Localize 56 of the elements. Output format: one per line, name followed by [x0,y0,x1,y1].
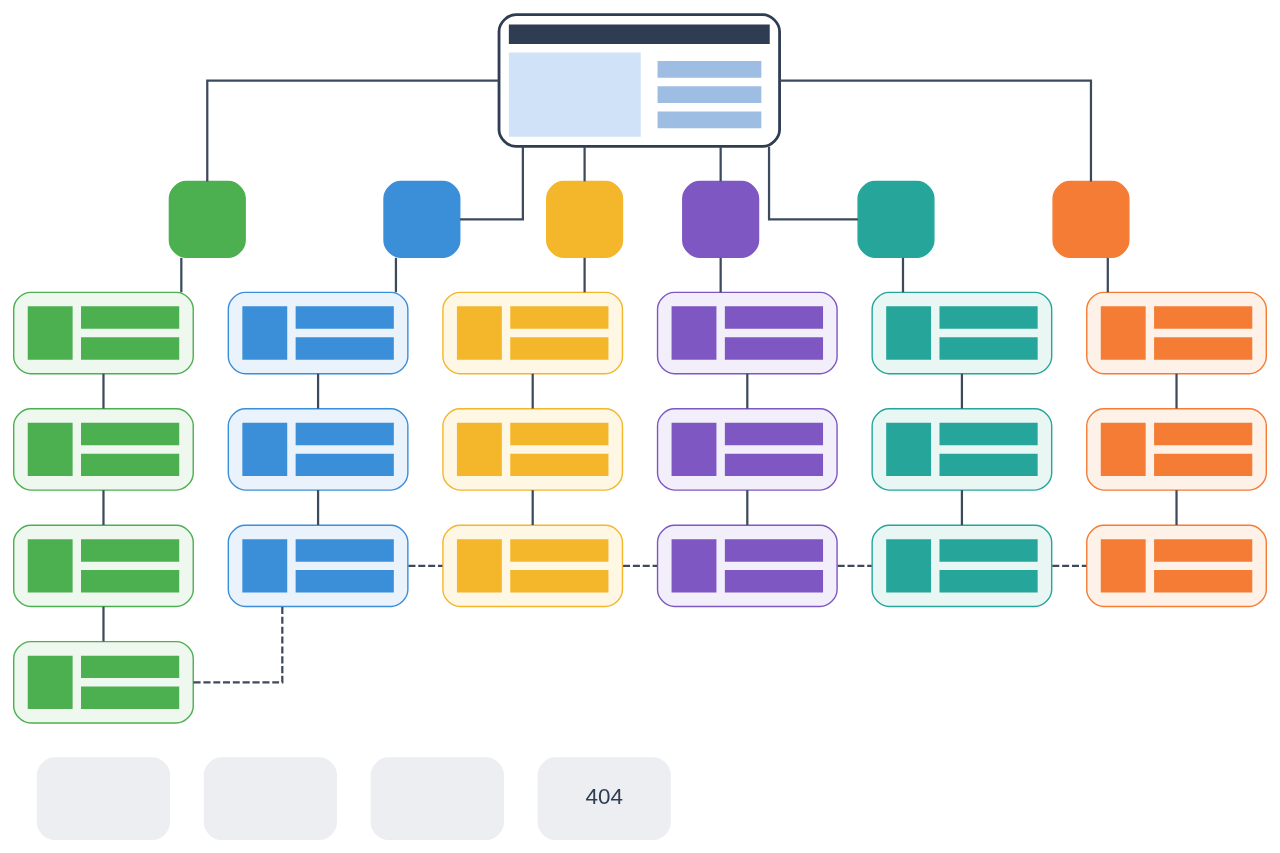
node-box [383,180,461,258]
node-box [442,407,624,491]
node-box [546,180,624,258]
connector [316,373,320,409]
connector [583,257,586,292]
connector [460,146,524,220]
node-box [1086,291,1267,374]
node-box [1086,524,1267,607]
node-box [13,524,194,607]
node-box [13,291,194,374]
node-box [13,407,194,491]
node-box [442,524,624,607]
connector [531,489,534,525]
node-box [1086,407,1267,491]
connector [394,257,398,292]
node-box [682,180,760,258]
connector [779,78,1093,181]
connector [1175,489,1178,525]
node-box [13,640,194,724]
node-box [442,291,624,374]
node-box [227,291,409,374]
node-box [227,524,409,607]
connector [901,257,905,292]
connector [583,146,586,181]
node-box [656,524,838,607]
connector [719,146,722,181]
node-box [871,524,1053,607]
connector [180,257,183,292]
connector [1106,257,1109,292]
connector [193,606,284,683]
node-box [871,291,1053,374]
connector [408,564,443,567]
picture [497,12,781,148]
connector [102,606,105,641]
connector [316,489,320,525]
connector [960,489,964,525]
node-box [168,180,246,258]
node-box [227,407,409,491]
connector [206,78,499,181]
connector [1052,564,1087,567]
connector [1175,373,1178,409]
connector [746,489,749,525]
connector [767,146,858,220]
connector [746,373,749,409]
node-box [1052,180,1130,258]
node-box [656,407,838,491]
node-box [871,407,1053,491]
connector [102,373,105,409]
connector [837,564,872,567]
node-box [656,291,838,374]
connector [623,564,657,567]
connector [960,373,964,409]
node-box [857,180,935,258]
connector [531,373,534,409]
connector [102,489,105,525]
connector [719,257,722,292]
